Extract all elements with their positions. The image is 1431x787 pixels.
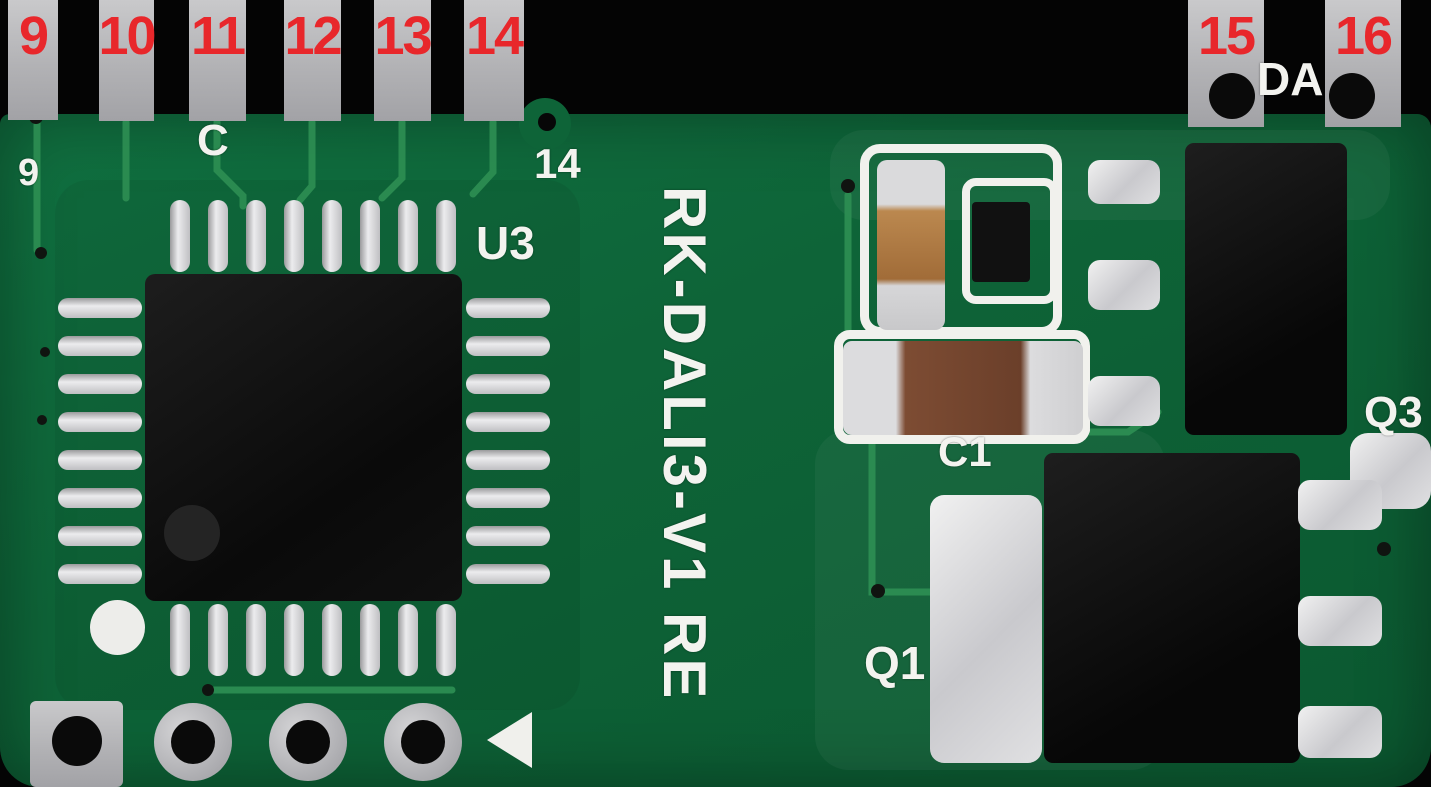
ic-pin (466, 412, 550, 432)
solder-pad (1088, 260, 1160, 310)
edge-pad-12: 12 (284, 0, 343, 121)
ic-pin (208, 604, 228, 676)
ic-pin (398, 200, 418, 272)
ic-pin (466, 336, 550, 356)
ic-pin (58, 298, 142, 318)
ic-pin (398, 604, 418, 676)
pin1-marker (164, 505, 220, 561)
ic-pin (284, 200, 304, 272)
board-name-text: RK-DALI3-V1 RE (651, 186, 718, 702)
trace (868, 434, 934, 596)
pad-annotation-9: 9 (18, 6, 49, 66)
silkscreen-c1-label: C1 (938, 428, 992, 475)
edge-pad-9: 9 (8, 0, 58, 120)
silkscreen-da-label: DA (1257, 53, 1324, 105)
ic-pin (208, 200, 228, 272)
ic-pin (58, 412, 142, 432)
edge-pad-14: 14 (464, 0, 524, 121)
edge-pad-13: 13 (374, 0, 433, 121)
ic-u3-body (145, 274, 462, 601)
half-hole (538, 113, 556, 131)
pad-annotation-10: 10 (98, 6, 156, 66)
mounting-hole (171, 720, 215, 764)
via (871, 584, 885, 598)
ic-pin (436, 200, 456, 272)
component-q1-body (1044, 453, 1300, 763)
ic-pin (58, 564, 142, 584)
trace (469, 118, 497, 198)
edge-pad-11: 11 (189, 0, 246, 121)
silkscreen-pin9-label: 9 (18, 152, 40, 194)
silkscreen-arrow-icon (487, 712, 532, 768)
ic-pin (170, 604, 190, 676)
edge-pad-15: 15 (1188, 0, 1264, 127)
ic-pins-right (466, 298, 550, 584)
q1-solder-tab (930, 495, 1042, 763)
component-q3-body (1185, 143, 1347, 435)
ic-pin (246, 200, 266, 272)
silkscreen-outline (962, 178, 1058, 304)
mounting-hole (401, 720, 445, 764)
ic-pins-bottom (170, 604, 456, 676)
via (202, 684, 214, 696)
pad-annotation-16: 16 (1334, 6, 1393, 66)
silkscreen-c-label: C (197, 116, 229, 165)
ic-pin (58, 374, 142, 394)
ic-pin (322, 200, 342, 272)
via (37, 415, 47, 425)
ic-pin (360, 200, 380, 272)
ic-pin (170, 200, 190, 272)
pad-annotation-11: 11 (190, 6, 246, 66)
ic-pin (246, 604, 266, 676)
ic-pin (466, 298, 550, 318)
q1-lead (1298, 706, 1382, 758)
ic-pins-top (170, 200, 456, 272)
ic-pin (360, 604, 380, 676)
via (841, 179, 855, 193)
ic-pin (466, 488, 550, 508)
silkscreen-q1-label: Q1 (864, 637, 926, 689)
silkscreen-dot (90, 600, 145, 655)
ic-pins-left (58, 298, 142, 584)
solder-pad (1088, 160, 1160, 204)
pad-annotation-12: 12 (284, 6, 342, 66)
pad-annotation-15: 15 (1197, 6, 1256, 66)
trace (296, 118, 316, 204)
edge-pad-10: 10 (98, 0, 157, 121)
via (35, 247, 47, 259)
via (1377, 542, 1391, 556)
silkscreen-u3-label: U3 (476, 217, 535, 269)
ic-pin (58, 488, 142, 508)
ic-pin (58, 526, 142, 546)
ic-pin (284, 604, 304, 676)
silkscreen-outline-c1 (834, 330, 1090, 444)
ic-pin (322, 604, 342, 676)
q1-lead (1298, 596, 1382, 646)
ic-pin (466, 564, 550, 584)
silkscreen-pin14-label: 14 (534, 140, 581, 187)
ic-pin (58, 336, 142, 356)
via (40, 347, 50, 357)
silkscreen-q3-label: Q3 (1364, 388, 1423, 437)
mounting-hole (52, 716, 102, 766)
trace (378, 118, 406, 202)
component-small-black (972, 202, 1030, 282)
trace (213, 118, 247, 210)
mounting-hole (286, 720, 330, 764)
solder-pad (1088, 376, 1160, 426)
pad-annotation-14: 14 (465, 6, 524, 66)
pad-annotation-13: 13 (374, 6, 432, 66)
ic-pin (466, 374, 550, 394)
ic-pin (466, 450, 550, 470)
pad-hole-16 (1329, 73, 1375, 119)
ic-pin (436, 604, 456, 676)
q1-lead (1298, 480, 1382, 530)
ic-pin (466, 526, 550, 546)
capacitor-vertical (877, 160, 945, 330)
pad-hole-15 (1209, 73, 1255, 119)
ic-pin (58, 450, 142, 470)
capacitor-c1 (843, 341, 1083, 435)
